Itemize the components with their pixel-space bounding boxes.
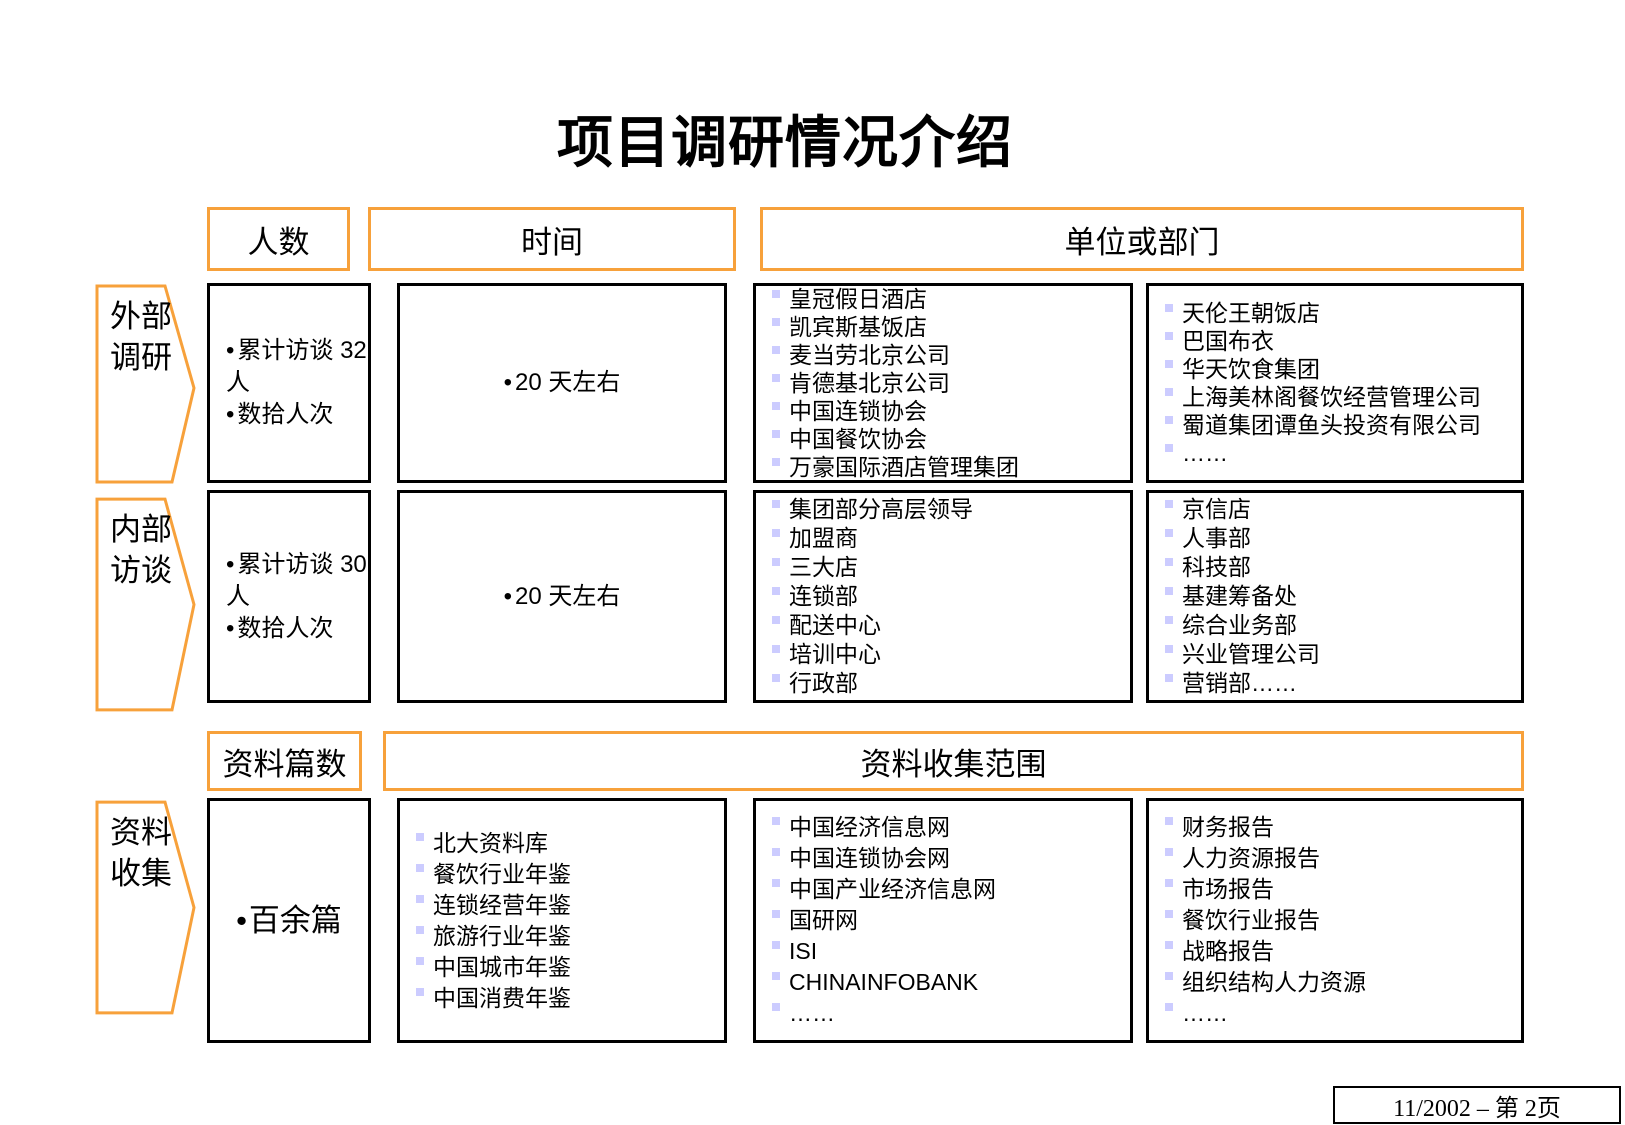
list-item: 培训中心 [772,640,1130,669]
list-item: 连锁部 [772,582,1130,611]
row-label-text: 外部调研 [110,299,172,375]
list-item: ISI [772,936,1130,967]
list-item: 行政部 [772,669,1130,698]
cell-external-units-left: 皇冠假日酒店凯宾斯基饭店麦当劳北京公司肯德基北京公司中国连锁协会中国餐饮协会万豪… [753,283,1133,483]
list-item: 基建筹备处 [1165,582,1521,611]
header-units: 单位或部门 [760,207,1524,271]
pentagon-arrow-shape [95,800,197,1015]
list-item: 中国餐饮协会 [772,425,1130,453]
pentagon-arrow-shape [95,497,197,712]
list-item: 北大资料库 [416,828,724,859]
list-item: 20 天左右 [400,367,724,399]
list-item: 20 天左右 [400,581,724,613]
cell-doc-count: 百余篇 [207,798,371,1043]
list-item: 巴国布衣 [1165,327,1521,355]
row-label-text: 内部访谈 [110,512,172,588]
list-item: 配送中心 [772,611,1130,640]
row-label-text: 资料收集 [110,815,172,891]
units-list: 集团部分高层领导加盟商三大店连锁部配送中心培训中心行政部 [756,495,1130,698]
cell-external-people: 累计访谈 32 人数拾人次 [207,283,371,483]
list-item: 餐饮行业报告 [1165,905,1521,936]
units-list: 天伦王朝饭店巴国布衣华天饮食集团上海美林阁餐饮经营管理公司蜀道集团谭鱼头投资有限… [1149,299,1521,467]
list-item: 数拾人次 [226,613,368,645]
cell-sources-left: 北大资料库餐饮行业年鉴连锁经营年鉴旅游行业年鉴中国城市年鉴中国消费年鉴 [397,798,727,1043]
cell-internal-people: 累计访谈 30 人数拾人次 [207,490,371,703]
list-item: 人事部 [1165,524,1521,553]
list-item: 餐饮行业年鉴 [416,859,724,890]
list-item: 组织结构人力资源 [1165,967,1521,998]
list-item: CHINAINFOBANK [772,967,1130,998]
sources-list: 财务报告人力资源报告市场报告餐饮行业报告战略报告组织结构人力资源…… [1149,812,1521,1029]
count-list: 百余篇 [236,903,342,939]
list-item: 兴业管理公司 [1165,640,1521,669]
cell-internal-units-right: 京信店人事部科技部基建筹备处综合业务部兴业管理公司营销部…… [1146,490,1524,703]
list-item: 中国产业经济信息网 [772,874,1130,905]
list-item: 肯德基北京公司 [772,369,1130,397]
list-item: 财务报告 [1165,812,1521,843]
pentagon-arrow-shape [95,284,197,484]
list-item: 市场报告 [1165,874,1521,905]
list-item: 连锁经营年鉴 [416,890,724,921]
list-item: 战略报告 [1165,936,1521,967]
list-item: 中国连锁协会 [772,397,1130,425]
page-title: 项目调研情况介绍 [557,111,1013,174]
list-item: 麦当劳北京公司 [772,341,1130,369]
list-item: 综合业务部 [1165,611,1521,640]
list-item: 集团部分高层领导 [772,495,1130,524]
list-item: 天伦王朝饭店 [1165,299,1521,327]
list-item: 凯宾斯基饭店 [772,313,1130,341]
list-item: 数拾人次 [226,399,368,431]
cell-external-time: 20 天左右 [397,283,727,483]
units-list: 皇冠假日酒店凯宾斯基饭店麦当劳北京公司肯德基北京公司中国连锁协会中国餐饮协会万豪… [756,285,1130,481]
list-item: 人力资源报告 [1165,843,1521,874]
list-item: 国研网 [772,905,1130,936]
sources-list: 北大资料库餐饮行业年鉴连锁经营年鉴旅游行业年鉴中国城市年鉴中国消费年鉴 [400,828,724,1014]
list-item: 中国经济信息网 [772,812,1130,843]
list-item: 中国消费年鉴 [416,983,724,1014]
list-item: 百余篇 [236,903,342,939]
row-label-internal-interview: 内部访谈 [95,497,197,712]
list-item: 华天饮食集团 [1165,355,1521,383]
list-item: 中国连锁协会网 [772,843,1130,874]
people-list: 累计访谈 30 人数拾人次 [210,549,368,645]
header-collection-scope: 资料收集范围 [383,731,1524,791]
header-doc-count: 资料篇数 [207,731,362,791]
list-item: 加盟商 [772,524,1130,553]
list-item: 科技部 [1165,553,1521,582]
list-item: 中国城市年鉴 [416,952,724,983]
row-label-external-research: 外部调研 [95,284,197,484]
time-list: 20 天左右 [400,367,724,399]
row-label-data-collection: 资料收集 [95,800,197,1015]
cell-external-units-right: 天伦王朝饭店巴国布衣华天饮食集团上海美林阁餐饮经营管理公司蜀道集团谭鱼头投资有限… [1146,283,1524,483]
page-number-box: 11/2002 – 第 2页 [1333,1086,1621,1124]
list-item: …… [1165,998,1521,1029]
list-item: …… [772,998,1130,1029]
list-item: 旅游行业年鉴 [416,921,724,952]
time-list: 20 天左右 [400,581,724,613]
list-item: 蜀道集团谭鱼头投资有限公司 [1165,411,1521,439]
list-item: 上海美林阁餐饮经营管理公司 [1165,383,1521,411]
list-item: 累计访谈 30 人 [226,549,368,613]
list-item: 万豪国际酒店管理集团 [772,453,1130,481]
list-item: 营销部…… [1165,669,1521,698]
units-list: 京信店人事部科技部基建筹备处综合业务部兴业管理公司营销部…… [1149,495,1521,698]
list-item: 京信店 [1165,495,1521,524]
list-item: 累计访谈 32 人 [226,335,368,399]
cell-internal-time: 20 天左右 [397,490,727,703]
list-item: …… [1165,439,1521,467]
cell-internal-units-left: 集团部分高层领导加盟商三大店连锁部配送中心培训中心行政部 [753,490,1133,703]
people-list: 累计访谈 32 人数拾人次 [210,335,368,431]
cell-sources-right: 财务报告人力资源报告市场报告餐饮行业报告战略报告组织结构人力资源…… [1146,798,1524,1043]
list-item: 三大店 [772,553,1130,582]
list-item: 皇冠假日酒店 [772,285,1130,313]
header-time: 时间 [368,207,736,271]
page-number-label: 11/2002 – 第 2页 [1393,1095,1561,1122]
header-people: 人数 [207,207,350,271]
